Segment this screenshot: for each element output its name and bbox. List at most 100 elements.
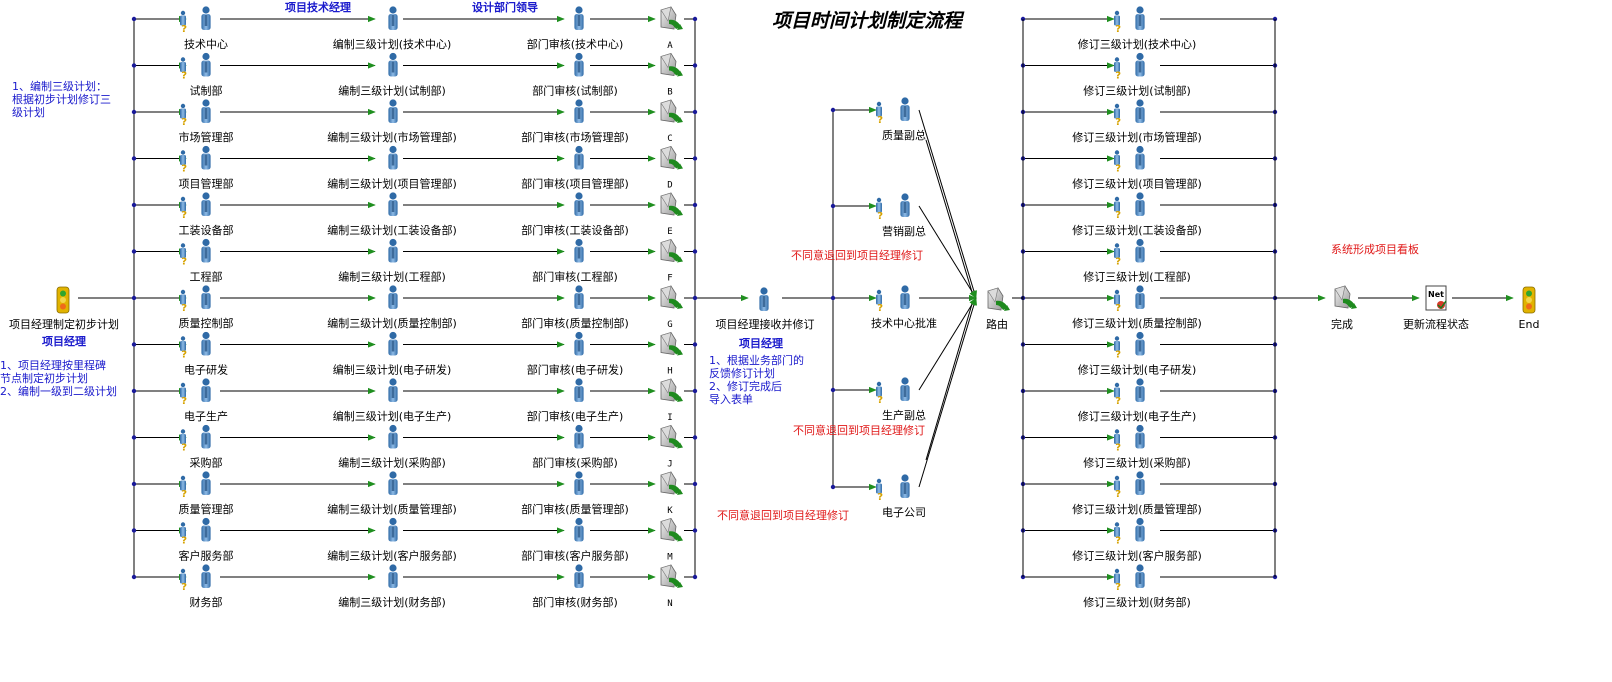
merge-bus-node xyxy=(692,16,698,22)
dept-label: 项目管理部 xyxy=(179,177,234,191)
merge-bus-node xyxy=(692,202,698,208)
plan-person-icon xyxy=(388,6,398,30)
left-instruction-note: 1、编制三级计划： 根据初步计划修订三 级计划 xyxy=(12,80,111,119)
gate-router-icon xyxy=(660,146,684,170)
revise-task-label: 修订三级计划(市场管理部) xyxy=(1072,130,1202,144)
approver-task-icon xyxy=(876,101,884,126)
merge-bus-node xyxy=(692,109,698,115)
review-person-icon xyxy=(574,6,584,30)
left-bus-node xyxy=(131,63,137,68)
review-person-icon xyxy=(574,517,584,542)
gate-router-icon xyxy=(660,6,684,31)
review-person-icon xyxy=(574,192,584,216)
approver-label: 电子公司 xyxy=(882,506,926,519)
revise-person-icon xyxy=(1135,471,1145,495)
approver-person-icon xyxy=(900,97,910,121)
revise-task-label: 修订三级计划(工程部) xyxy=(1083,270,1191,284)
dept-label: 质量控制部 xyxy=(179,316,234,330)
plan-person-icon xyxy=(388,238,398,263)
dept-person-icon xyxy=(201,285,211,309)
revise-task-label: 修订三级计划(技术中心) xyxy=(1078,37,1197,51)
gate-letter-label: H xyxy=(667,367,672,377)
dept-person-icon xyxy=(201,99,211,123)
dept-task-icon xyxy=(180,57,188,82)
dept-task-icon xyxy=(180,150,188,175)
gate-router-icon xyxy=(660,99,684,124)
gate-letter-label: I xyxy=(667,413,672,423)
dept-person-icon xyxy=(201,6,211,30)
revise-task-icon xyxy=(1114,568,1122,593)
revise-task-icon xyxy=(1114,10,1122,36)
gate-router-icon xyxy=(660,332,684,356)
dept-label: 工程部 xyxy=(190,270,223,284)
review-task-label: 部门审核(采购部) xyxy=(532,456,618,470)
revise-person-icon xyxy=(1135,192,1145,216)
dept-label: 电子生产 xyxy=(184,409,228,423)
board-label: 系统形成项目看板 xyxy=(1331,242,1419,256)
dept-label: 电子研发 xyxy=(184,363,228,377)
review-task-label: 部门审核(技术中心) xyxy=(527,37,624,51)
pm-receive-label: 项目经理接收并修订 xyxy=(716,317,815,331)
dept-task-icon xyxy=(180,196,188,221)
review-task-label: 部门审核(客户服务部) xyxy=(521,549,629,563)
revise-person-icon xyxy=(1135,564,1145,588)
review-task-label: 部门审核(市场管理部) xyxy=(521,130,629,144)
start-lights-icon xyxy=(56,286,70,314)
page-title: 项目时间计划制定流程 xyxy=(772,10,965,32)
plan-person-icon xyxy=(388,378,398,402)
revise-person-icon xyxy=(1135,145,1145,170)
revise-task-icon xyxy=(1114,336,1122,361)
left-bus-node xyxy=(131,156,137,161)
revise-person-icon xyxy=(1135,6,1145,30)
end-label: End xyxy=(1519,318,1540,331)
review-person-icon xyxy=(574,238,584,263)
merge-bus-node xyxy=(692,481,698,487)
plan-person-icon xyxy=(388,331,398,356)
gate-router-icon xyxy=(660,378,684,403)
approver-label: 营销副总 xyxy=(882,224,926,238)
plan-person-icon xyxy=(388,285,398,309)
gate-letter-label: D xyxy=(667,181,672,191)
left-bus-node xyxy=(131,574,137,580)
plan-person-icon xyxy=(388,192,398,216)
plan-task-label: 编制三级计划(财务部) xyxy=(338,595,446,609)
dept-person-icon xyxy=(201,52,211,77)
update-status-icon: Net xyxy=(1425,285,1447,311)
gate-router-icon xyxy=(660,239,684,263)
plan-task-label: 编制三级计划(采购部) xyxy=(338,456,446,470)
review-task-label: 部门审核(工装设备部) xyxy=(521,223,629,237)
merge-bus-node xyxy=(692,528,698,533)
plan-task-label: 编制三级计划(电子生产) xyxy=(333,409,452,423)
approver-person-icon xyxy=(900,285,910,309)
gate-letter-label: N xyxy=(667,599,672,609)
gate-router-icon xyxy=(660,425,684,449)
revise-task-icon xyxy=(1114,382,1122,407)
approver-task-icon xyxy=(876,289,884,314)
route-label: 路由 xyxy=(986,317,1008,331)
reject-label-2: 不同意退回到项目经理修订 xyxy=(793,423,925,437)
dept-task-icon xyxy=(180,475,188,500)
dept-person-icon xyxy=(201,564,211,588)
dept-person-icon xyxy=(201,424,211,449)
review-task-label: 部门审核(工程部) xyxy=(532,270,618,284)
gate-router-icon xyxy=(660,564,684,589)
revise-task-icon xyxy=(1114,150,1122,175)
revise-task-label: 修订三级计划(电子研发) xyxy=(1078,363,1197,377)
approver-label: 质量副总 xyxy=(882,128,926,142)
revise-task-label: 修订三级计划(试制部) xyxy=(1083,84,1191,98)
review-task-label: 部门审核(财务部) xyxy=(532,595,618,609)
plan-task-label: 编制三级计划(工程部) xyxy=(338,270,446,284)
dept-person-icon xyxy=(201,238,211,263)
reject-label-3: 不同意退回到项目经理修订 xyxy=(717,508,849,522)
connector-approver-0-to-route xyxy=(918,109,977,299)
revise-person-icon xyxy=(1135,331,1145,356)
review-person-icon xyxy=(574,331,584,356)
dept-label: 工装设备部 xyxy=(179,223,234,237)
review-task-label: 部门审核(质量控制部) xyxy=(521,316,629,330)
review-task-label: 部门审核(电子生产) xyxy=(527,409,624,423)
dept-person-icon xyxy=(201,145,211,170)
dept-task-icon xyxy=(180,336,188,361)
approver-bus-node xyxy=(830,387,836,393)
gate-router-icon xyxy=(660,285,684,310)
